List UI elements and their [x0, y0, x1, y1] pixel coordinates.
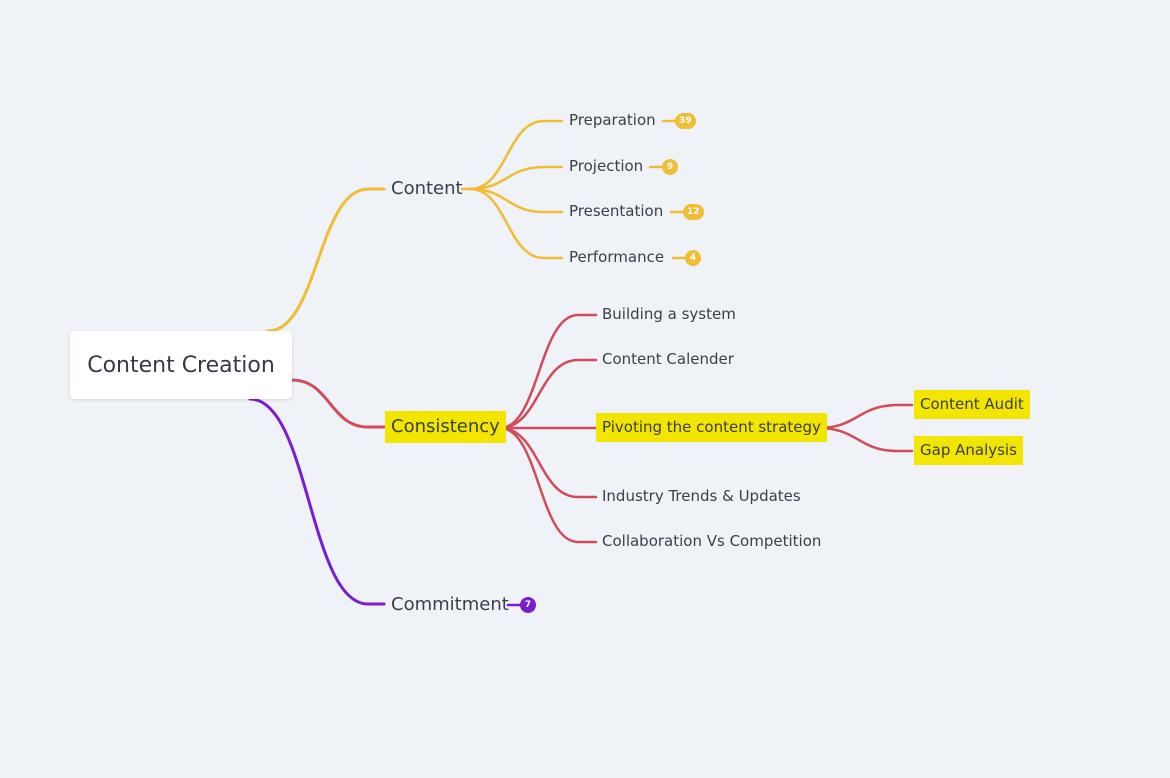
- node-consistency[interactable]: Consistency: [385, 411, 506, 443]
- badge-projection[interactable]: 9: [662, 159, 678, 175]
- connector-gap-analysis: [816, 426, 914, 453]
- badge-preparation[interactable]: 39: [675, 113, 696, 129]
- node-pivoting-the-content-strategy[interactable]: Pivoting the content strategy: [596, 413, 827, 442]
- node-preparation[interactable]: Preparation: [569, 111, 656, 129]
- node-content-calender[interactable]: Content Calender: [602, 350, 734, 368]
- connector-content-audit: [816, 403, 914, 430]
- node-building-a-system[interactable]: Building a system: [602, 305, 736, 323]
- connector-preparation: [468, 119, 564, 191]
- badge-commitment[interactable]: 7: [520, 597, 536, 613]
- connector-industry-trends: [498, 426, 598, 499]
- node-performance[interactable]: Performance: [569, 248, 665, 266]
- node-presentation[interactable]: Presentation: [569, 202, 664, 220]
- node-commitment[interactable]: Commitment: [391, 594, 509, 615]
- node-projection[interactable]: Projection: [569, 157, 644, 175]
- connector-building-a-system: [498, 313, 598, 430]
- connector-collaboration: [498, 426, 598, 544]
- connector-commitment: [248, 397, 386, 606]
- node-collaboration-vs-competition[interactable]: Collaboration Vs Competition: [602, 532, 822, 550]
- node-content-audit[interactable]: Content Audit: [914, 390, 1030, 419]
- connector-presentation: [468, 187, 564, 214]
- badge-presentation[interactable]: 12: [683, 204, 704, 220]
- connector-content: [266, 187, 386, 333]
- node-content[interactable]: Content: [391, 178, 463, 199]
- node-industry-trends-updates[interactable]: Industry Trends & Updates: [602, 487, 801, 505]
- connector-content-calender: [498, 358, 598, 430]
- connector-performance: [468, 187, 564, 260]
- connector-projection: [468, 165, 564, 191]
- badge-performance[interactable]: 4: [685, 250, 701, 266]
- connector-consistency: [290, 378, 386, 429]
- node-gap-analysis[interactable]: Gap Analysis: [914, 436, 1023, 465]
- root-node[interactable]: Content Creation: [70, 331, 292, 399]
